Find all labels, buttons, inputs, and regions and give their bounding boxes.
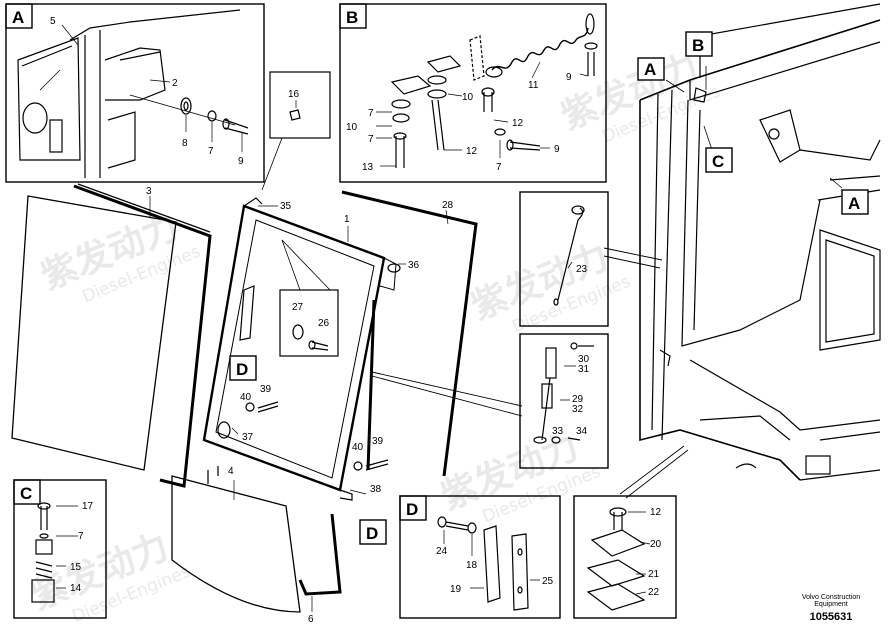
callout-tag-d-bottom	[359, 519, 387, 545]
part-label: 34	[576, 426, 588, 437]
footer-number: 1055631	[809, 611, 853, 623]
callout-d-bottom: D	[366, 524, 378, 543]
part-label: 23	[576, 264, 588, 275]
part-label: 12	[512, 118, 524, 129]
part-label: 39	[372, 436, 384, 447]
part-label: 14	[70, 583, 82, 594]
part-label: 11	[528, 80, 539, 91]
seal-6	[298, 513, 342, 596]
part-label: 5	[50, 16, 56, 27]
part-label: 19	[450, 584, 462, 595]
detail-box-c	[13, 479, 107, 619]
detail-d-tag	[399, 495, 427, 521]
part-label: 1	[344, 214, 350, 225]
part-label: 3	[146, 186, 152, 197]
part-label: 7	[368, 134, 374, 145]
detail-box-23	[519, 191, 609, 327]
part-label: 33	[552, 426, 564, 437]
part-label: 12	[466, 146, 478, 157]
seal-28	[341, 190, 478, 477]
part-label: 10	[462, 92, 474, 103]
callout-tag-b	[685, 31, 713, 57]
part-label: 9	[554, 144, 560, 155]
detail-d-title: D	[406, 500, 418, 519]
detail-c-title: C	[20, 484, 32, 503]
callout-a-right: A	[848, 194, 860, 213]
part-label: 36	[408, 260, 420, 271]
part-label: 39	[260, 384, 272, 395]
part-label: 2	[172, 78, 178, 89]
part-label: 17	[82, 501, 94, 512]
part-label: 9	[566, 72, 572, 83]
callout-b: B	[692, 36, 704, 55]
part-label: 4	[228, 466, 234, 477]
callout-tag-a-top	[637, 57, 665, 81]
part-label: 7	[496, 162, 502, 173]
part-label: 7	[78, 531, 84, 542]
part-label: 25	[542, 576, 554, 587]
callout-c: C	[712, 152, 724, 171]
part-label: 21	[648, 569, 660, 580]
detail-box-16	[269, 71, 331, 139]
callout-d-left: D	[236, 360, 248, 379]
part-label: 12	[650, 507, 662, 518]
part-label: 32	[572, 404, 584, 415]
part-label: 15	[70, 562, 82, 573]
part-label: 27	[292, 302, 304, 313]
callout-tag-a-right	[841, 189, 869, 215]
detail-a-title: A	[12, 8, 24, 27]
detail-box-26-27	[279, 289, 339, 357]
detail-box-29-34	[519, 333, 609, 469]
callout-tag-d-left	[229, 355, 257, 381]
detail-box-d	[399, 495, 561, 619]
detail-b-tag	[339, 3, 367, 29]
part-label: 40	[352, 442, 364, 453]
part-label: 38	[370, 484, 382, 495]
detail-box-a	[5, 3, 265, 183]
detail-b-title: B	[346, 8, 358, 27]
glass-3	[11, 195, 177, 471]
detail-c-tag	[13, 479, 41, 505]
part-label: 30	[578, 354, 590, 365]
part-label: 18	[466, 560, 478, 571]
part-label: 16	[288, 89, 300, 100]
part-label: 31	[578, 364, 590, 375]
cab-outline	[639, 19, 881, 101]
part-label: 28	[442, 200, 454, 211]
part-label: 26	[318, 318, 330, 329]
part-label: 7	[208, 146, 214, 157]
part-label: 6	[308, 614, 314, 625]
detail-box-12-22	[573, 495, 677, 619]
part-label: 24	[436, 546, 448, 557]
footer-company-line2: Equipment	[814, 601, 848, 608]
part-label: 37	[242, 432, 254, 443]
detail-a-tag	[5, 3, 33, 29]
lower-glass-4	[171, 475, 301, 613]
part-label: 13	[362, 162, 374, 173]
part-label: 20	[650, 539, 662, 550]
footer: Volvo Construction Equipment 1055631	[786, 594, 876, 623]
part-label: 35	[280, 201, 292, 212]
callout-a-top: A	[644, 60, 656, 79]
callout-tag-c	[705, 147, 733, 173]
part-label: 22	[648, 587, 660, 598]
part-label: 40	[240, 392, 252, 403]
detail-box-b	[339, 3, 607, 183]
part-label: 8	[182, 138, 188, 149]
footer-company: Volvo Construction	[801, 594, 861, 601]
part-label: 29	[572, 394, 584, 405]
part-label: 7	[368, 108, 374, 119]
part-label: 10	[346, 122, 358, 133]
part-label: 9	[238, 156, 244, 167]
